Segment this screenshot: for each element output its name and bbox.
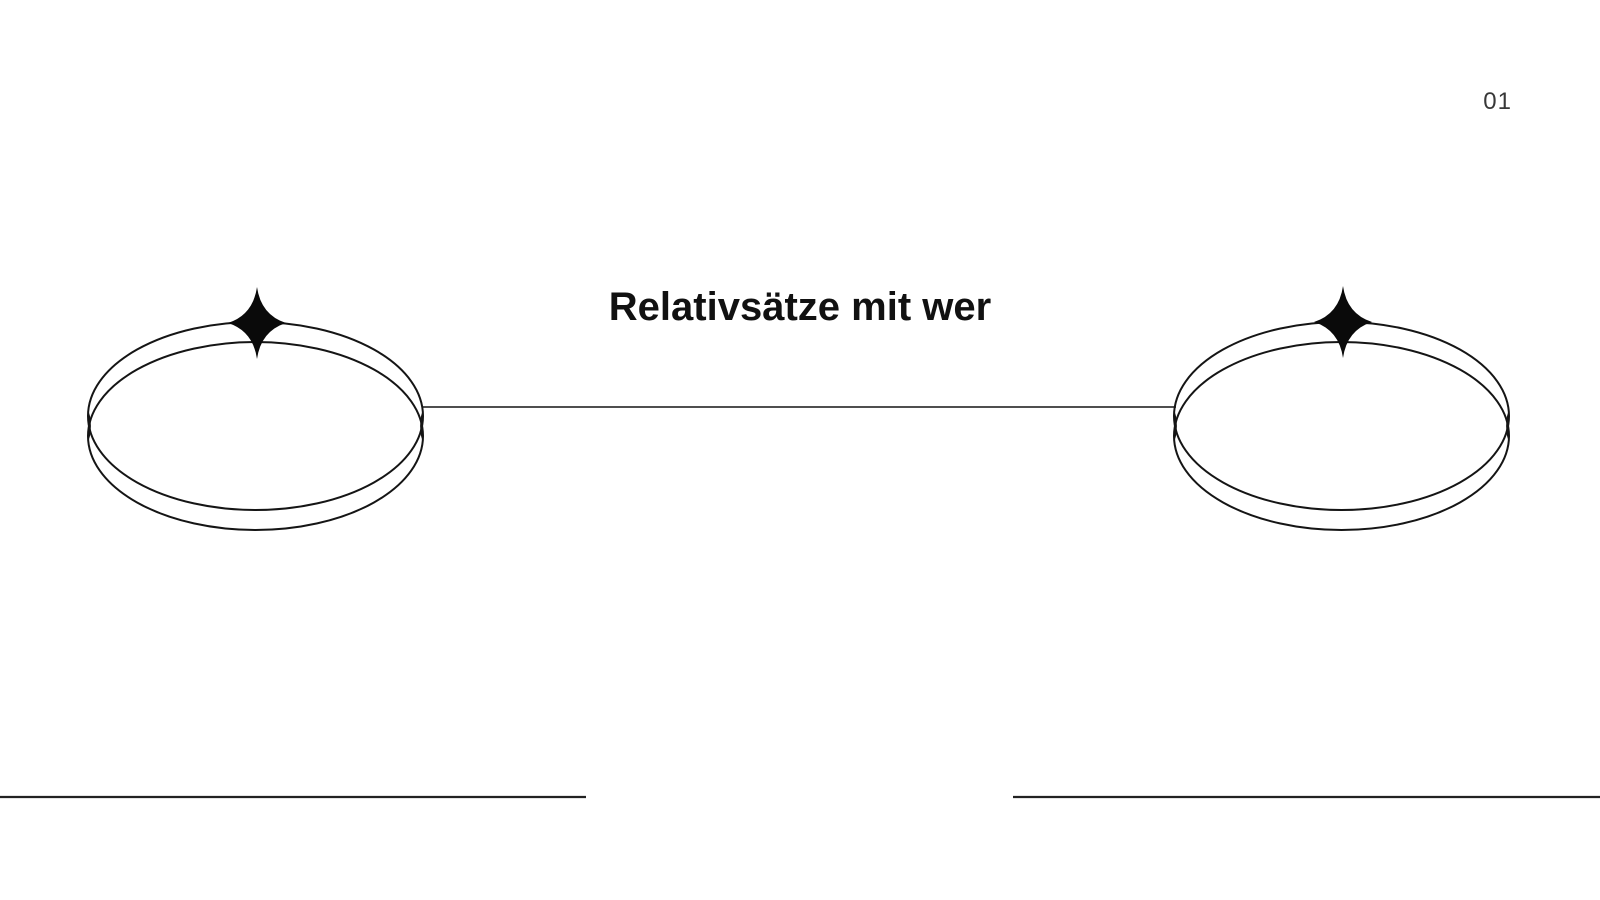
- sparkle-icon: [1314, 286, 1372, 358]
- left-node-pinch-left: [88, 413, 91, 439]
- sparkle-icon: [228, 287, 286, 359]
- left-node-pinch-right: [420, 413, 423, 439]
- right-node-pinch-left: [1174, 413, 1177, 439]
- left-node-ellipse-inner: [87, 341, 424, 531]
- slide-title: Relativsätze mit wer: [608, 285, 992, 329]
- right-node[interactable]: [1173, 286, 1510, 531]
- right-node-ellipse-inner: [1173, 341, 1510, 531]
- left-node[interactable]: [87, 287, 424, 531]
- page-number: 01: [1483, 88, 1512, 115]
- right-node-pinch-right: [1506, 413, 1509, 439]
